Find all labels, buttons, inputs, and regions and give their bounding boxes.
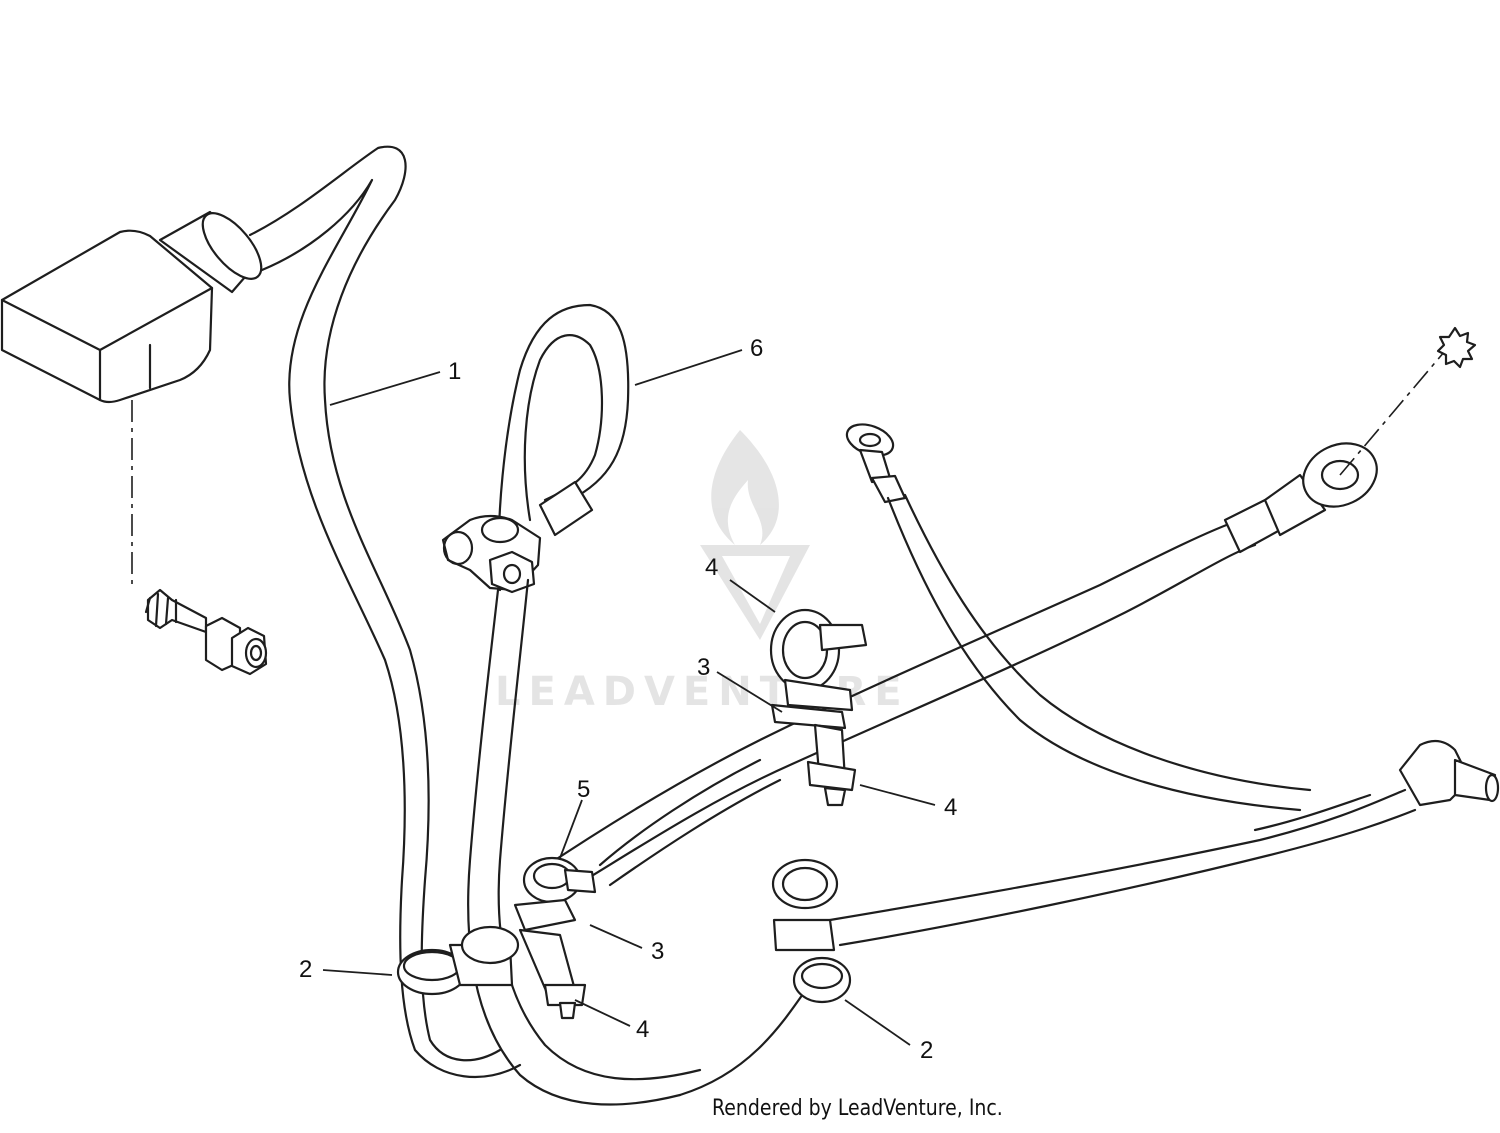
callout-6: 6 [750, 335, 763, 362]
v-watermark-icon [700, 545, 810, 640]
elbow-terminal-cable [828, 739, 1500, 947]
callout-4c: 4 [636, 1016, 649, 1043]
part-1-cable-with-boot [0, 145, 522, 1079]
callout-3a: 3 [697, 654, 710, 681]
leader-lines [322, 349, 936, 1046]
footer-credit: Rendered by LeadVenture, Inc. [712, 1096, 1003, 1121]
callout-5: 5 [577, 776, 590, 803]
callout-4a: 4 [705, 554, 718, 581]
callout-2b: 2 [920, 1037, 933, 1064]
clip-assembly-lower [513, 856, 597, 1020]
callout-2a: 2 [299, 956, 312, 983]
bolt-and-nut [144, 588, 268, 676]
ring-terminal-cable [845, 423, 1312, 812]
callout-3b: 3 [651, 938, 664, 965]
horizontal-cable [538, 326, 1477, 897]
clip-assembly-upper [769, 608, 868, 807]
part-2-clamp-left [396, 925, 520, 996]
callout-4b: 4 [944, 794, 957, 821]
star-washer-icon [1436, 326, 1477, 369]
callouts: 1 6 4 3 4 5 3 4 2 2 [299, 335, 957, 1064]
flame-watermark-icon [711, 430, 779, 545]
callout-1: 1 [448, 358, 461, 385]
part-2-clamp-right [771, 858, 852, 1004]
